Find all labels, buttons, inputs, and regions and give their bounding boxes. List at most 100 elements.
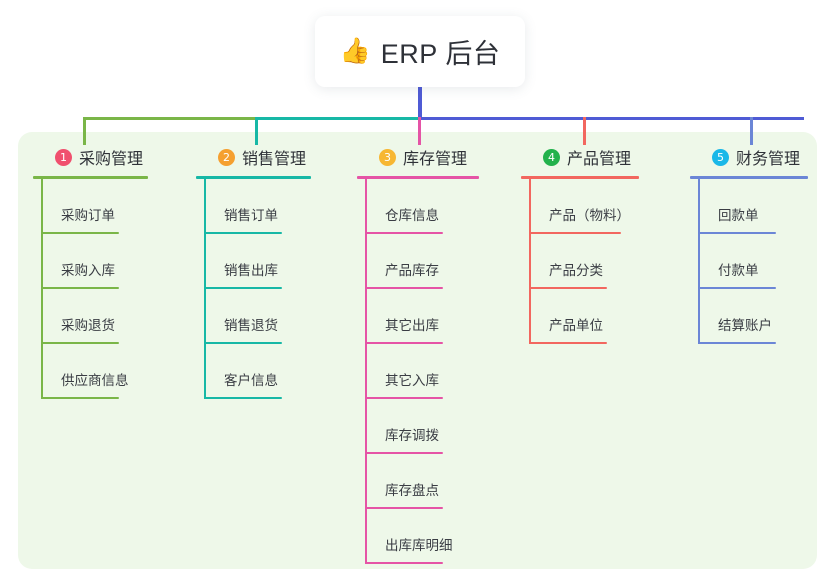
leaf-label: 其它出库 [385,318,439,333]
leaf-label: 采购订单 [61,208,115,223]
leaf-list: 回款单付款单结算账户 [690,179,808,344]
bus-segment-2 [255,117,421,120]
leaf-connector [41,179,43,234]
leaf-item[interactable]: 产品分类 [521,234,639,289]
drop-2 [255,117,258,145]
leaf-item[interactable]: 其它出库 [357,289,479,344]
leaf-item[interactable]: 销售退货 [196,289,311,344]
bus-segment-3 [419,117,804,120]
column-underline [690,176,808,179]
leaf-underline [365,342,443,344]
leaf-label: 采购退货 [61,318,115,333]
drop-3 [418,117,421,145]
leaf-underline [204,397,282,399]
column-underline [521,176,639,179]
leaf-connector [698,289,700,344]
leaf-connector [204,344,206,399]
leaf-list: 采购订单采购入库采购退货供应商信息 [33,179,148,399]
leaf-item[interactable]: 采购退货 [33,289,148,344]
leaf-underline [41,342,119,344]
leaf-underline [529,342,607,344]
leaf-label: 销售订单 [224,208,278,223]
leaf-label: 客户信息 [224,373,278,388]
leaf-label: 仓库信息 [385,208,439,223]
leaf-connector [365,509,367,564]
leaf-underline [698,342,776,344]
column-index-badge: 3 [379,148,396,166]
leaf-item[interactable]: 库存盘点 [357,454,479,509]
leaf-underline [204,287,282,289]
leaf-list: 仓库信息产品库存其它出库其它入库库存调拨库存盘点出库库明细 [357,179,479,564]
leaf-item[interactable]: 客户信息 [196,344,311,399]
leaf-underline [41,287,119,289]
column-underline [357,176,479,179]
column-title: 销售管理 [242,151,307,168]
leaf-underline [698,232,776,234]
leaf-item[interactable]: 销售出库 [196,234,311,289]
leaf-label: 库存盘点 [385,483,439,498]
drop-1 [83,117,86,145]
leaf-item[interactable]: 产品单位 [521,289,639,344]
leaf-underline [204,232,282,234]
leaf-item[interactable]: 回款单 [690,179,808,234]
leaf-item[interactable]: 仓库信息 [357,179,479,234]
leaf-underline [365,287,443,289]
leaf-item[interactable]: 销售订单 [196,179,311,234]
column-title: 产品管理 [567,151,632,168]
column-underline [33,176,148,179]
leaf-item[interactable]: 付款单 [690,234,808,289]
leaf-label: 出库库明细 [385,538,453,553]
leaf-label: 产品单位 [549,318,603,333]
leaf-item[interactable]: 库存调拨 [357,399,479,454]
leaf-underline [698,287,776,289]
leaf-label: 付款单 [718,263,759,278]
leaf-connector [41,289,43,344]
drop-4 [583,117,586,145]
column-index-badge: 4 [543,148,560,166]
leaf-connector [529,179,531,234]
leaf-connector [204,234,206,289]
leaf-underline [365,452,443,454]
column-header[interactable]: 4 产品管理 [521,144,639,170]
leaf-item[interactable]: 采购订单 [33,179,148,234]
leaf-item[interactable]: 结算账户 [690,289,808,344]
leaf-connector [698,234,700,289]
leaf-connector [365,289,367,344]
column-underline [196,176,311,179]
leaf-underline [365,507,443,509]
leaf-connector [41,344,43,399]
leaf-connector [365,399,367,454]
leaf-item[interactable]: 采购入库 [33,234,148,289]
leaf-underline [365,562,443,564]
leaf-connector [204,289,206,344]
leaf-underline [529,232,621,234]
leaf-label: 其它入库 [385,373,439,388]
root-node[interactable]: 👍 ERP 后台 [315,16,525,87]
leaf-underline [41,232,119,234]
leaf-underline [365,232,443,234]
leaf-underline [41,397,119,399]
leaf-label: 供应商信息 [61,373,129,388]
column-index-badge: 1 [55,148,72,166]
leaf-underline [529,287,607,289]
leaf-connector [529,289,531,344]
leaf-list: 产品（物料）产品分类产品单位 [521,179,639,344]
bus-segment-1 [83,117,255,120]
leaf-item[interactable]: 产品（物料） [521,179,639,234]
leaf-item[interactable]: 出库库明细 [357,509,479,564]
leaf-item[interactable]: 供应商信息 [33,344,148,399]
leaf-connector [365,344,367,399]
root-title: ERP 后台 [380,39,501,69]
leaf-item[interactable]: 产品库存 [357,234,479,289]
leaf-item[interactable]: 其它入库 [357,344,479,399]
leaf-label: 销售出库 [224,263,278,278]
leaf-connector [529,234,531,289]
background-panel [18,132,817,569]
